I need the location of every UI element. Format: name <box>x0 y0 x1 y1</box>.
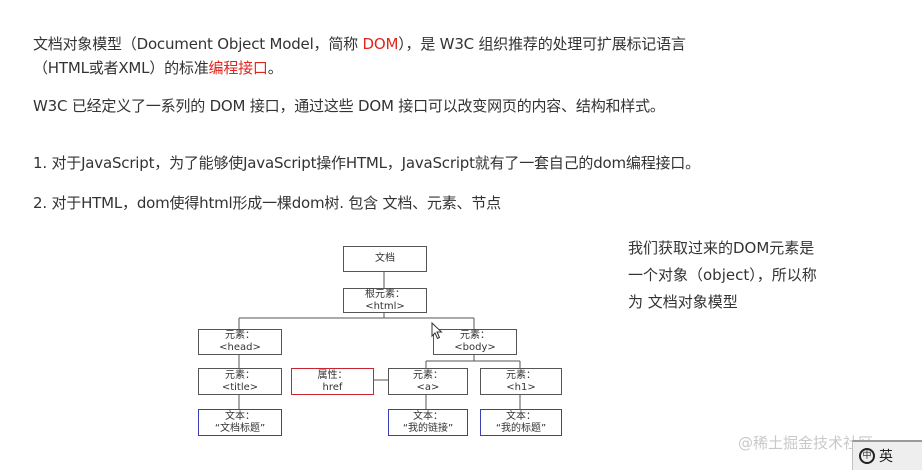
watermark: @稀土掘金技术社区 <box>738 434 874 452</box>
input-mode-icon[interactable]: 中 <box>859 448 875 464</box>
intro-text-a: 文档对象模型（Document Object Model，简称 <box>33 35 363 53</box>
node-body: 元素： <body> <box>433 329 517 355</box>
node-attr-name: href <box>322 381 343 393</box>
node-a: 元素： <a> <box>388 368 468 395</box>
mouse-pointer-icon <box>431 322 443 340</box>
node-a-tag: <a> <box>416 381 440 393</box>
input-method-widget[interactable]: 中 英 <box>852 440 922 470</box>
node-head: 元素： <head> <box>198 329 282 355</box>
node-text-h1-type: 文本： <box>506 410 536 422</box>
intro-text-b: ），是 W3C 组织推荐的处理可扩展标记语言 <box>398 35 686 53</box>
node-body-type: 元素： <box>460 330 490 341</box>
node-text-h1-value: “我的标题” <box>495 422 547 434</box>
node-text-h1: 文本： “我的标题” <box>480 409 562 436</box>
note-line-3: 为 文档对象模型 <box>628 293 738 311</box>
intro-text-d: 。 <box>267 59 283 77</box>
node-head-tag: <head> <box>219 342 261 353</box>
node-text-title-value: “文档标题” <box>214 422 266 434</box>
node-text-link: 文本： “我的链接” <box>388 409 468 436</box>
intro-line-1: 文档对象模型（Document Object Model，简称 DOM），是 W… <box>33 34 686 54</box>
note-line-2: 一个对象（object），所以称 <box>628 266 817 284</box>
node-text-link-type: 文本： <box>413 410 443 422</box>
node-a-type: 元素： <box>413 369 443 381</box>
node-document-label: 文档 <box>375 253 395 264</box>
node-root-type: 根元素： <box>365 288 405 300</box>
point-2: 2. 对于HTML，dom使得html形成一棵dom树. 包含 文档、元素、节点 <box>33 194 501 212</box>
node-body-tag: <body> <box>454 342 496 353</box>
node-title-tag: <title> <box>221 381 259 393</box>
node-head-type: 元素： <box>225 330 255 341</box>
point-1: 1. 对于JavaScript，为了能够使JavaScript操作HTML，Ja… <box>33 154 700 172</box>
input-lang-label[interactable]: 英 <box>879 449 893 465</box>
api-highlight: 编程接口 <box>208 59 268 77</box>
node-attr-type: 属性： <box>317 369 348 381</box>
node-attribute-href: 属性： href <box>291 368 374 395</box>
node-text-title-type: 文本： <box>225 410 255 422</box>
node-title: 元素： <title> <box>198 368 282 395</box>
node-root-html: 根元素： <html> <box>343 288 427 313</box>
note-line-1: 我们获取过来的DOM元素是 <box>628 239 815 257</box>
node-text-title: 文本： “文档标题” <box>198 409 282 436</box>
w3c-paragraph: W3C 已经定义了一系列的 DOM 接口，通过这些 DOM 接口可以改变网页的内… <box>33 97 665 115</box>
node-h1-type: 元素： <box>506 369 536 381</box>
dom-highlight: DOM <box>362 35 399 53</box>
intro-line-2: （HTML或者XML）的标准编程接口。 <box>33 58 283 78</box>
node-h1-tag: <h1> <box>506 381 536 393</box>
intro-text-c: （HTML或者XML）的标准 <box>33 59 209 77</box>
node-text-link-value: “我的链接” <box>402 422 454 434</box>
node-document: 文档 <box>343 246 427 272</box>
node-h1: 元素： <h1> <box>480 368 562 395</box>
node-root-tag: <html> <box>365 300 405 312</box>
node-title-type: 元素： <box>225 369 255 381</box>
